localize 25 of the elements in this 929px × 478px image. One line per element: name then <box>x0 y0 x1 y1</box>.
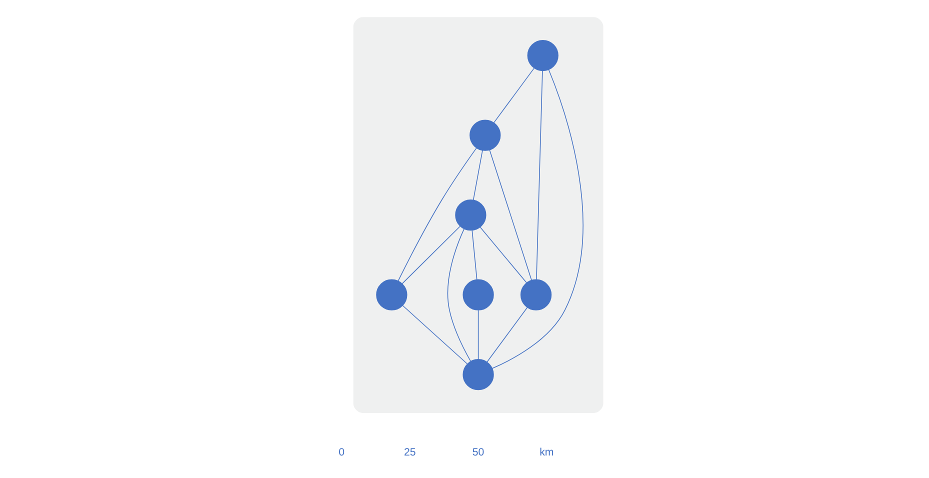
connector <box>536 70 542 280</box>
connector <box>479 226 526 284</box>
cluster <box>352 17 603 413</box>
connector <box>402 305 468 364</box>
connector <box>477 310 478 360</box>
connector <box>486 307 528 362</box>
connector <box>491 69 583 369</box>
connector <box>401 226 460 284</box>
connector <box>492 68 534 124</box>
node-circle <box>526 40 558 72</box>
label: 25 <box>404 446 416 459</box>
node-circle <box>469 120 500 151</box>
node-circle <box>520 279 552 310</box>
node-circle <box>454 200 486 231</box>
connector <box>397 148 476 282</box>
label: 0 <box>338 446 344 459</box>
node-circle <box>462 359 494 390</box>
connector <box>471 230 477 280</box>
connector <box>446 228 470 362</box>
connector <box>488 150 532 280</box>
connector <box>472 150 482 200</box>
label: km <box>539 446 554 459</box>
node-circle <box>462 279 494 310</box>
label: 50 <box>472 446 484 459</box>
node-circle <box>376 279 407 310</box>
